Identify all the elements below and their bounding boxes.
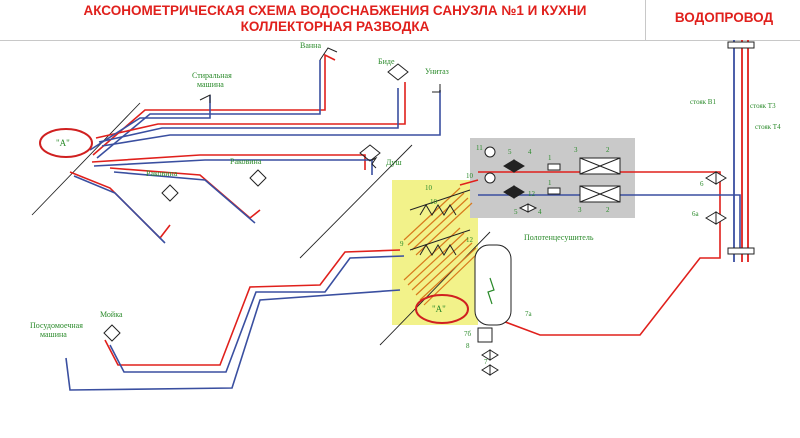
label-dishwasher-2: машина <box>40 330 67 339</box>
callout-a-left-text: "А" <box>56 138 70 148</box>
label-washer-1: Стиральная <box>192 71 232 80</box>
num-4b: 4 <box>538 208 542 216</box>
guide-lines <box>31 102 491 346</box>
num-1a: 1 <box>548 154 552 162</box>
num-1b: 1 <box>548 179 552 187</box>
label-kitchen-sink: Мойка <box>100 310 123 319</box>
num-7a: 7а <box>525 310 533 318</box>
kitchen-branches <box>65 249 405 391</box>
num-10b: 10 <box>430 198 438 206</box>
num-3b: 3 <box>578 206 582 214</box>
label-towel-rail: Полотенцесушитель <box>524 233 594 242</box>
num-5a: 5 <box>508 148 512 156</box>
sink-left-mixer-icon <box>161 184 179 202</box>
collector-valves <box>409 189 471 256</box>
num-6a: 6а <box>692 210 700 218</box>
num-10a: 10 <box>425 184 433 192</box>
callout-a-center <box>415 294 469 324</box>
label-bath: Ванна <box>300 41 321 50</box>
valve-panel-components <box>484 146 621 213</box>
kitchen-sink-mixer-icon <box>103 324 121 342</box>
label-sink-right: Раковина <box>230 157 262 166</box>
label-dishwasher-1: Посудомоечная <box>30 321 83 330</box>
num-3a: 3 <box>574 146 578 154</box>
label-bidet: Биде <box>378 57 395 66</box>
shower-hose-icon <box>371 156 378 169</box>
callout-a-left <box>39 128 93 158</box>
callout-a-center-text: "А" <box>432 304 446 314</box>
valve-panel <box>470 138 635 218</box>
collector-feeds <box>459 171 741 336</box>
num-2a: 2 <box>606 146 610 154</box>
label-shower: Душ <box>386 158 402 167</box>
sink-right-mixer-icon <box>249 169 267 187</box>
num-4a: 4 <box>528 148 532 156</box>
toilet-valve-icon <box>432 84 441 93</box>
num-8: 8 <box>466 342 470 350</box>
label-riser-b1: стояк В1 <box>690 98 716 106</box>
label-washer-2: машина <box>197 80 224 89</box>
num-6: 6 <box>700 180 704 188</box>
num-5b: 5 <box>514 208 518 216</box>
riser-valves <box>705 171 727 225</box>
num-9: 9 <box>400 240 404 248</box>
num-7b: 7б <box>464 330 472 338</box>
label-toilet: Унитаз <box>425 67 449 76</box>
page-title: АКСОНОМЕТРИЧЕСКАЯ СХЕМА ВОДОСНАБЖЕНИЯ СА… <box>40 3 630 35</box>
bath-faucet-icon <box>319 47 338 61</box>
bidet-mixer-icon <box>387 63 409 81</box>
num-7: 7 <box>484 358 488 366</box>
heater <box>474 244 512 376</box>
label-riser-t3: стояк Т3 <box>750 102 776 110</box>
num-11: 11 <box>476 144 483 152</box>
num-10c: 10 <box>466 172 474 180</box>
upper-branches <box>69 53 441 244</box>
title-line-2: КОЛЛЕКТОРНАЯ РАЗВОДКА <box>240 19 430 34</box>
title-line-1: АКСОНОМЕТРИЧЕСКАЯ СХЕМА ВОДОСНАБЖЕНИЯ СА… <box>83 3 587 18</box>
section-title: ВОДОПРОВОД <box>674 10 774 25</box>
num-12b: 12 <box>528 190 536 198</box>
num-12a: 12 <box>466 236 474 244</box>
component-numbers: 1 1 2 2 3 3 4 4 5 5 6 6а 7 7а 7б 8 9 10 … <box>400 144 704 366</box>
label-riser-t4: стояк Т4 <box>755 123 781 131</box>
risers <box>727 40 755 262</box>
shower-mixer-icon <box>359 144 381 162</box>
fixture-symbols <box>103 47 441 342</box>
header-divider <box>645 0 646 40</box>
washer-valve-icon <box>199 94 211 103</box>
num-2b: 2 <box>606 206 610 214</box>
header-bar: АКСОНОМЕТРИЧЕСКАЯ СХЕМА ВОДОСНАБЖЕНИЯ СА… <box>0 0 800 41</box>
label-sink-left: Раковина <box>146 169 178 178</box>
heater-bolt-icon <box>487 277 495 305</box>
